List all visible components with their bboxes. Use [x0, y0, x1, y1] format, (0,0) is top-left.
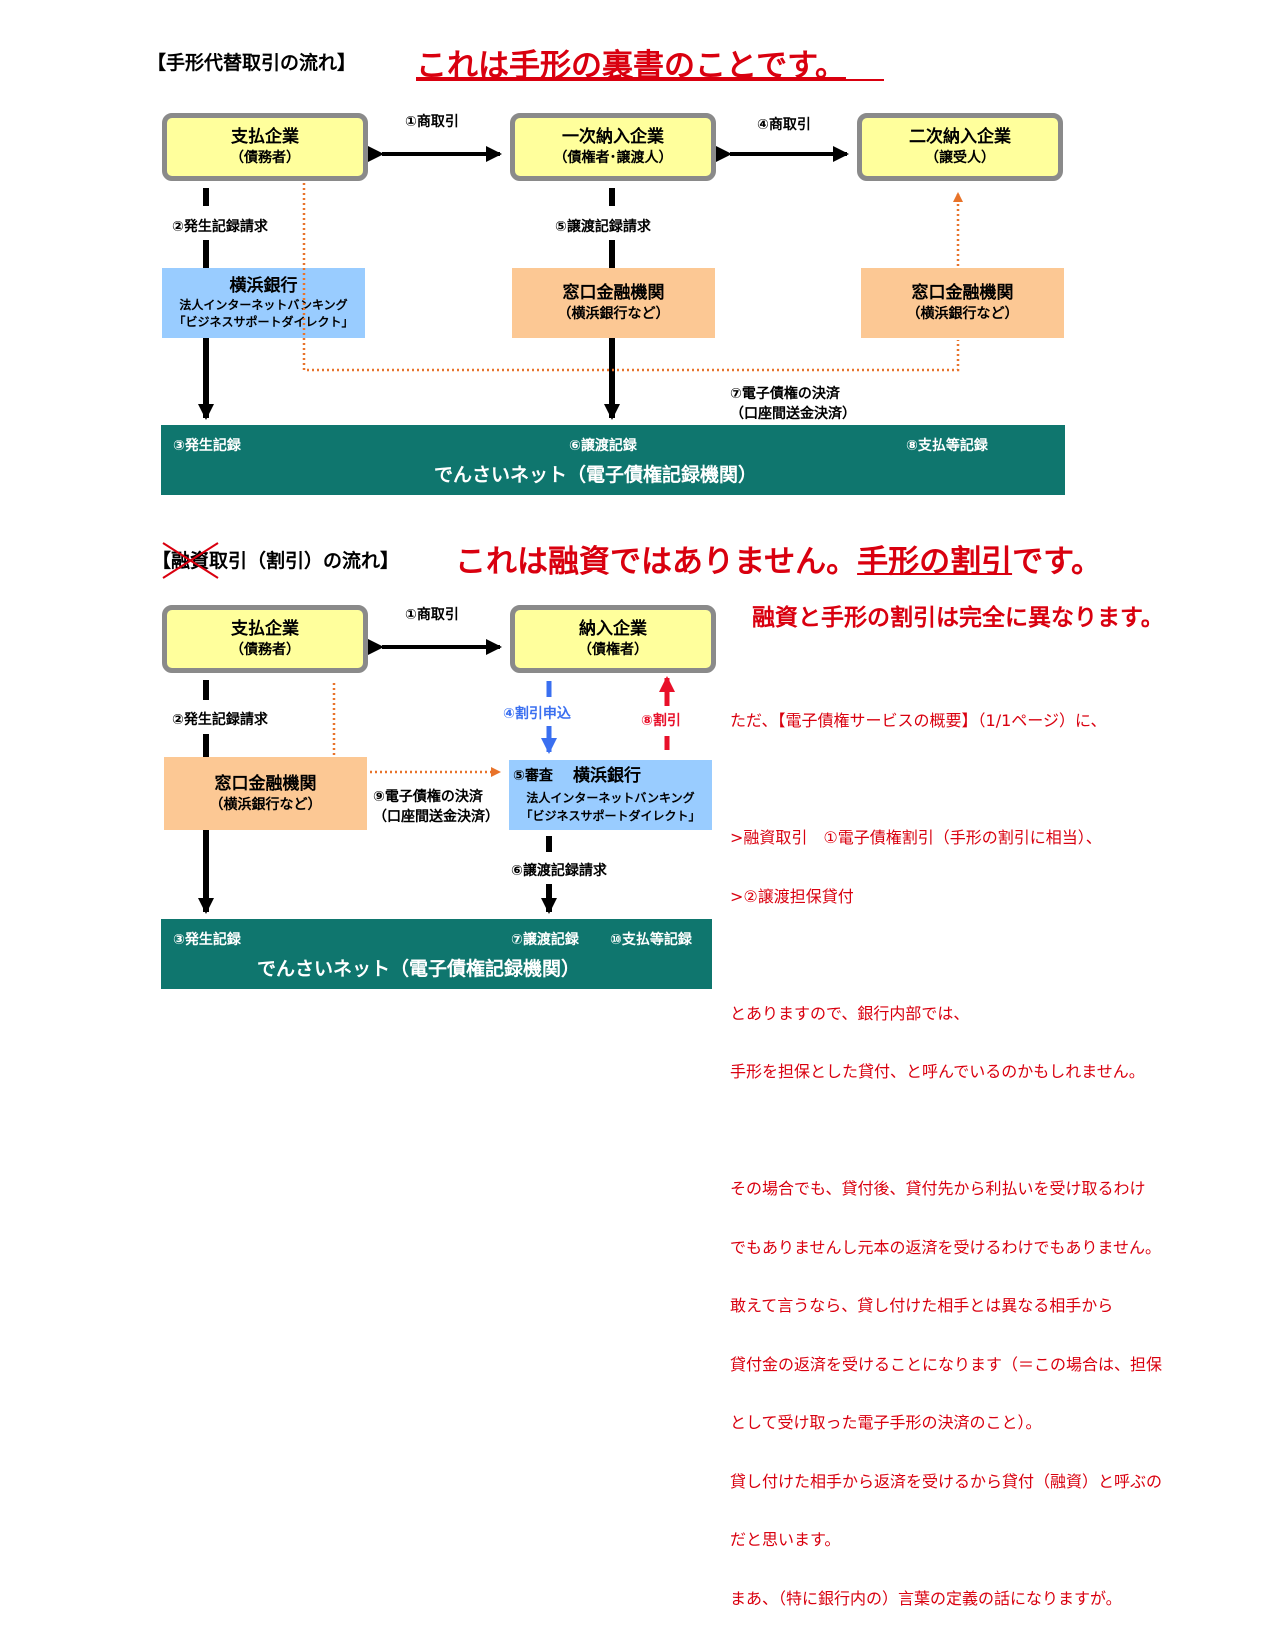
note-line: >②譲渡担保貸付: [730, 886, 854, 906]
payer2-role: （債務者）: [230, 642, 300, 658]
settlement-dotted-path: [302, 183, 960, 372]
network-label-1: でんさいネット（電子債権記録機関）: [434, 464, 758, 486]
settle7-label: ⑦電子債権の決済 （口座間送金決済）: [730, 384, 856, 424]
counter2-sub: （横浜銀行など）: [209, 796, 322, 813]
counter-bank-box-mid: 窓口金融機関 （横浜銀行など）: [512, 268, 715, 338]
trade1-label-2: ①商取引: [405, 607, 459, 623]
section2-title-open: 【: [152, 550, 172, 572]
yokohama-bank-box: 横浜銀行 法人インターネットバンキング 「ビジネスサポートダイレクト」: [162, 268, 365, 338]
bank2-line1: 法人インターネットバンキング: [526, 791, 695, 805]
trade4-label: ④商取引: [757, 117, 811, 133]
trade1-label: ①商取引: [405, 114, 459, 130]
note-line: まあ、（特に銀行内の）言葉の定義の話になりますが。: [730, 1588, 1122, 1608]
payer-box-2: 支払企業 （債務者）: [162, 605, 368, 673]
payer-name: 支払企業: [231, 127, 299, 147]
section2-subheadline: 融資と手形の割引は完全に異なります。: [752, 605, 1164, 631]
note-line: その場合でも、貸付後、貸付先から利払いを受け取るわけ: [730, 1179, 1146, 1198]
bank-name: 横浜銀行: [229, 276, 298, 296]
primary-supplier-role: （債権者･譲渡人）: [553, 150, 673, 166]
supplier-role: （債権者）: [578, 642, 648, 658]
discount8-label: ⑧割引: [641, 713, 681, 729]
note-line: 貸し付けた相手から返済を受けるから貸付（融資）と呼ぶの: [730, 1471, 1163, 1491]
supplier-name: 納入企業: [579, 619, 647, 639]
req5-label: ⑤譲渡記録請求: [555, 219, 651, 235]
section2-headline: これは融資ではありません。手形の割引です。: [455, 536, 1102, 581]
counter-right-name: 窓口金融機関: [911, 283, 1014, 303]
supplier-box: 納入企業 （債権者）: [510, 605, 716, 673]
bank2-line2: 「ビジネスサポートダイレクト」: [520, 809, 701, 823]
settle9-line2: （口座間送金決済）: [373, 809, 499, 825]
densai-net-bar-2: ③発生記録 ⑦譲渡記録 ⑩支払等記録 でんさいネット（電子債権記録機関）: [161, 919, 712, 989]
record8-label: ⑧支払等記録: [906, 438, 988, 454]
section2-title-rest: 取引（割引）の流れ】: [209, 550, 400, 572]
note-line: >融資取引 ①電子債権割引（手形の割引に相当）、: [730, 828, 1102, 847]
strike-cross-b: [162, 542, 219, 579]
note-line: として受け取った電子手形の決済のこと）。: [730, 1413, 1042, 1432]
settle9-line1: ⑨電子債権の決済: [373, 789, 483, 805]
apply4-label: ④割引申込: [503, 706, 571, 722]
section2-headline-a: これは融資ではありません。: [455, 544, 858, 580]
counter-mid-sub: （横浜銀行など）: [557, 306, 670, 322]
record7-label: ⑦譲渡記録: [511, 932, 579, 948]
payer-box: 支払企業 （債務者）: [162, 113, 368, 181]
counter-bank-box-2: 窓口金融機関 （横浜銀行など）: [164, 757, 367, 830]
section1-title: 【手形代替取引の流れ】: [147, 52, 357, 74]
primary-supplier-name: 一次納入企業: [562, 127, 664, 147]
record3-label-2: ③発生記録: [173, 932, 241, 948]
connector-overlay: [162, 79, 963, 914]
settle7-line2: （口座間送金決済）: [730, 406, 856, 422]
req2-label-2: ②発生記録請求: [172, 712, 268, 728]
secondary-supplier-role: （譲受人）: [925, 150, 995, 166]
counter2-name: 窓口金融機関: [214, 773, 317, 794]
note-line: [730, 1121, 1162, 1141]
record10-label: ⑩支払等記録: [610, 932, 692, 948]
req2-label: ②発生記録請求: [172, 219, 268, 235]
note-line: ただ、【電子債権サービスの概要】（1/1ページ）に、: [730, 711, 1107, 730]
section2-headline-c: です。: [1012, 544, 1102, 580]
note-line: でもありませんし元本の返済を受けるわけでもありません。: [730, 1237, 1162, 1257]
counter-right-sub: （横浜銀行など）: [906, 306, 1019, 322]
review5-label: ⑤審査: [513, 768, 553, 784]
secondary-supplier-name: 二次納入企業: [909, 127, 1011, 147]
counter-bank-box-right: 窓口金融機関 （横浜銀行など）: [861, 268, 1064, 338]
settle9-label: ⑨電子債権の決済 （口座間送金決済）: [373, 787, 499, 827]
record3-label: ③発生記録: [173, 438, 241, 454]
req6-label: ⑥譲渡記録請求: [511, 863, 607, 879]
bank-line2: 「ビジネスサポートダイレクト」: [173, 315, 354, 329]
note-line: 貸付金の返済を受けることになります（＝この場合は、担保: [730, 1354, 1163, 1374]
network-label-2: でんさいネット（電子債権記録機関）: [257, 958, 581, 980]
note-line: 手形を担保とした貸付、と呼んでいるのかもしれません。: [730, 1062, 1145, 1081]
record6-label: ⑥譲渡記録: [569, 438, 637, 454]
primary-supplier-box: 一次納入企業 （債権者･譲渡人）: [510, 113, 716, 181]
bank-line1: 法人インターネットバンキング: [179, 298, 348, 312]
payer2-name: 支払企業: [231, 619, 299, 639]
payer-role: （債務者）: [230, 150, 300, 166]
section2-headline-b: 手形の割引: [857, 544, 1013, 580]
section1-headline: これは手形の裏書のことです。: [416, 48, 846, 84]
bank2-name: 横浜銀行: [573, 766, 641, 786]
note-line: だと思います。: [730, 1530, 841, 1549]
secondary-supplier-box: 二次納入企業 （譲受人）: [857, 113, 1063, 181]
settle7-line1: ⑦電子債権の決済: [730, 386, 840, 402]
densai-net-bar-1: ③発生記録 ⑥譲渡記録 ⑧支払等記録 でんさいネット（電子債権記録機関）: [161, 425, 1065, 495]
note-line: 敢えて言うなら、貸し付けた相手とは異なる相手から: [730, 1296, 1114, 1315]
counter-mid-name: 窓口金融機関: [562, 283, 665, 303]
note-line: とありますので、銀行内部では、: [730, 1003, 970, 1023]
yokohama-bank-box-2: ⑤審査 横浜銀行 法人インターネットバンキング 「ビジネスサポートダイレクト」: [509, 760, 712, 830]
